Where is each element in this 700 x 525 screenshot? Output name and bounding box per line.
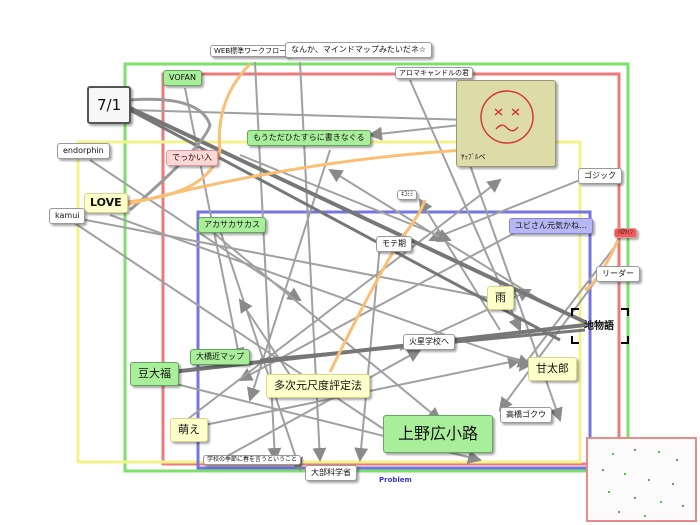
node-gakko[interactable]: 学校の季節に春を言うということ (203, 455, 302, 465)
edge (209, 229, 442, 422)
node-small-tag[interactable]: ﾈｺﾐﾐ (397, 190, 418, 200)
node-ame[interactable]: 雨 (487, 286, 514, 310)
node-date[interactable]: 7/1 (87, 86, 132, 124)
minimap-dot (658, 451, 660, 453)
edge (219, 349, 422, 461)
edge (219, 229, 303, 472)
node-moe[interactable]: 萌え (170, 418, 208, 442)
orange-edges (124, 62, 620, 373)
face-node-label: ﾔｯﾌﾞﾙべ (461, 153, 486, 161)
minimap-dot (644, 515, 646, 517)
sad-face-icon (480, 90, 534, 144)
blue-group-frame (196, 210, 592, 470)
edge (328, 199, 427, 373)
edge (428, 179, 581, 243)
group-label-problem: Problem (379, 476, 412, 484)
node-dekkai-iri[interactable]: でっかい入 (166, 150, 218, 166)
node-mamedaifuku[interactable]: 豆大福 (130, 362, 179, 386)
node-gojikku[interactable]: ゴジック (578, 168, 622, 184)
edge (124, 148, 466, 207)
node-mou-tada[interactable]: もうただひたすらに書きなぐる (247, 130, 371, 146)
edge (69, 219, 402, 442)
node-kasei[interactable]: 火星学校へ (403, 334, 455, 350)
edge (129, 109, 472, 127)
edge (368, 124, 461, 141)
minimap-dot (660, 501, 662, 503)
node-uenohiro[interactable]: 上野広小路 (383, 415, 494, 453)
minimap-dot (672, 483, 674, 485)
minimap-dot (676, 459, 678, 461)
minimap-dot (648, 479, 650, 481)
node-mindmap[interactable]: なんか、マインドマップみたいだネ☆ (285, 42, 433, 58)
minimap-dot (602, 469, 604, 471)
edge (254, 61, 282, 462)
selection-brackets (571, 308, 629, 344)
minimap-dot (634, 497, 636, 499)
node-endorphin[interactable]: endorphin (57, 143, 110, 159)
node-kamui[interactable]: kamui (49, 208, 86, 224)
node-vofan[interactable]: VOFAN (163, 70, 202, 86)
node-love[interactable]: LOVE (84, 193, 128, 213)
edge (59, 214, 502, 305)
node-chika[interactable]: 地物語 (584, 321, 614, 332)
node-leader[interactable]: リーダー (596, 266, 640, 282)
minimap-dot (608, 491, 610, 493)
node-mote[interactable]: モテ期 (376, 236, 412, 252)
minimap-dot (612, 453, 614, 455)
node-amataro[interactable]: 甘太郎 (528, 357, 577, 381)
minimap-dot (634, 449, 636, 451)
node-red-tag[interactable]: ﾊﾛｳｨﾝ (614, 228, 638, 238)
minimap[interactable] (586, 437, 697, 522)
edge (238, 229, 521, 381)
edge (518, 239, 621, 372)
minimap-dot (624, 473, 626, 475)
node-ohashi[interactable]: 大橋近マップ (190, 349, 250, 365)
node-aroma[interactable]: アロマキャンドルの君 (395, 67, 473, 79)
node-taibu[interactable]: 大部科学省 (305, 465, 357, 481)
node-web-workflow[interactable]: WEB標準ワークフロー (210, 45, 291, 57)
node-takahashi[interactable]: 高橋ゴクウ (500, 407, 552, 423)
minimap-dot (682, 505, 684, 507)
node-face[interactable]: ﾔｯﾌﾞﾙべ (456, 80, 556, 167)
node-akasaka[interactable]: アカサカサカス (198, 217, 266, 233)
edge (239, 154, 452, 242)
edge (129, 97, 212, 212)
node-yubisan[interactable]: ユビさん元気かね… (509, 218, 593, 234)
edge (498, 274, 601, 412)
minimap-dot (618, 511, 620, 513)
edge (179, 178, 502, 426)
node-tajigen[interactable]: 多次元尺度評定法 (266, 374, 370, 398)
edge (469, 164, 563, 422)
